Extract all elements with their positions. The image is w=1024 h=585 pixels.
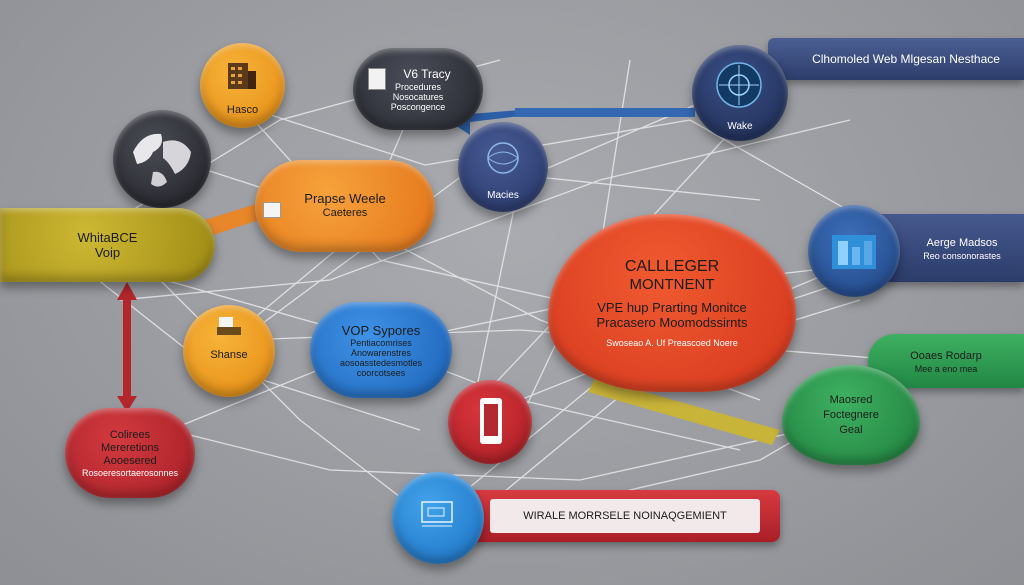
blue-bubble-line: Anowarenstres (350, 347, 412, 358)
blue-bubble-line: coorcotsees (356, 367, 406, 378)
blue-arrow (455, 101, 520, 135)
document-icon (263, 202, 281, 218)
navy-top-right-label: Wake (727, 120, 753, 132)
blue-speech-bubble[interactable]: VOP Sypores Pentiacomrises Anowarenstres… (310, 302, 452, 398)
globe-network-icon (480, 138, 526, 178)
red-arrow-down (117, 396, 137, 412)
dark-bubble-line: Poscongence (390, 101, 446, 112)
red-left-line: Colirees (109, 428, 151, 441)
green-cloud-line: Foctegnere (823, 408, 879, 421)
orange-speech-bubble[interactable]: Prapse Weele Caeteres (255, 160, 435, 252)
red-left-line: Aooesered (103, 454, 157, 467)
globe-node[interactable] (113, 110, 211, 208)
building-icon (224, 59, 260, 91)
right-green-banner-title: Ooaes Rodarp (910, 349, 982, 362)
top-right-banner[interactable]: Clhomoled Web Mlgesan Nesthace (768, 38, 1024, 80)
red-left-line: Mereretions (100, 441, 160, 454)
red-cloud-line: Pracasero Moomodssirnts (596, 315, 748, 330)
olive-connector (588, 378, 780, 445)
dark-bubble-line: Procedures (394, 81, 442, 92)
orange-bubble-title: Prapse Weele (304, 191, 386, 206)
red-arrow-shaft (123, 298, 131, 398)
right-blue-banner-title: Aerge Madsos (926, 236, 998, 249)
globe-icon (123, 122, 201, 196)
red-left-footnote: Rosoeresortaerosonnes (81, 467, 179, 478)
red-left-bubble[interactable]: Colirees Mereretions Aooesered Rosoereso… (65, 408, 195, 498)
orange-bubble-subtitle: Caeteres (322, 207, 368, 219)
navy-node-top-right[interactable]: Wake (692, 45, 788, 141)
red-cloud-title: CALLLEGER (624, 258, 720, 275)
cloud-server-icon (824, 223, 884, 279)
olive-banner[interactable]: WhitaBCE Voip (0, 208, 215, 282)
blue-bubble-line: aosoasstedesmotles (339, 357, 423, 368)
blue-bubble-line: Pentiacomrises (350, 337, 412, 348)
orange-lower-label: Shanse (210, 348, 248, 361)
blue-bubble-title: VOP Sypores (341, 322, 421, 338)
olive-banner-title: WhitaBCE (77, 230, 138, 245)
right-blue-banner-subtitle: Reo consonorastes (923, 250, 1001, 261)
olive-banner-subtitle: Voip (94, 245, 121, 260)
orange-top-label: Hasco (226, 104, 259, 116)
top-right-banner-label: Clhomoled Web Mlgesan Nesthace (812, 51, 1000, 66)
red-cloud[interactable]: CALLLEGER MONTNENT VPE hup Prarting Moni… (548, 214, 796, 392)
orange-node-lower[interactable]: Shanse (183, 305, 275, 397)
dark-bubble-line: Nosocatures (392, 91, 444, 102)
right-green-banner-subtitle: Mee a eno mea (914, 363, 978, 374)
dark-bubble-title: V6 Tracy (403, 66, 451, 81)
navy-node-center[interactable]: Macies (458, 122, 548, 212)
navy-center-label: Macies (487, 189, 519, 201)
red-cloud-title: MONTNENT (629, 276, 715, 293)
laptop-icon (215, 315, 243, 337)
monitor-icon (418, 498, 458, 532)
blue-node-bottom[interactable] (392, 472, 484, 564)
green-cloud[interactable]: Maosred Foctegnere Geal (782, 365, 920, 465)
bottom-banner-label: WIRALE MORRSELE NOINAQGEMIENT (523, 509, 727, 522)
tablet-icon (478, 396, 504, 446)
red-cloud-line: VPE hup Prarting Monitce (597, 300, 747, 315)
bottom-banner-inner: WIRALE MORRSELE NOINAQGEMIENT (490, 499, 760, 533)
dark-speech-bubble[interactable]: V6 Tracy Procedures Nosocatures Posconge… (353, 48, 483, 130)
blue-arrow-shaft (515, 108, 695, 117)
red-arrow-up (117, 282, 137, 300)
red-cloud-footer: Swoseao A. Uf Preascoed Noere (606, 338, 738, 348)
clipboard-icon (368, 68, 386, 90)
red-tablet-node[interactable] (448, 380, 532, 464)
green-cloud-line: Maosred (829, 393, 873, 406)
green-cloud-line: Geal (839, 423, 863, 436)
orange-node-top[interactable]: Hasco (200, 43, 285, 128)
blue-server-node[interactable] (808, 205, 900, 297)
bottom-banner[interactable]: WIRALE MORRSELE NOINAQGEMIENT (470, 490, 780, 542)
gear-icon (710, 59, 768, 111)
